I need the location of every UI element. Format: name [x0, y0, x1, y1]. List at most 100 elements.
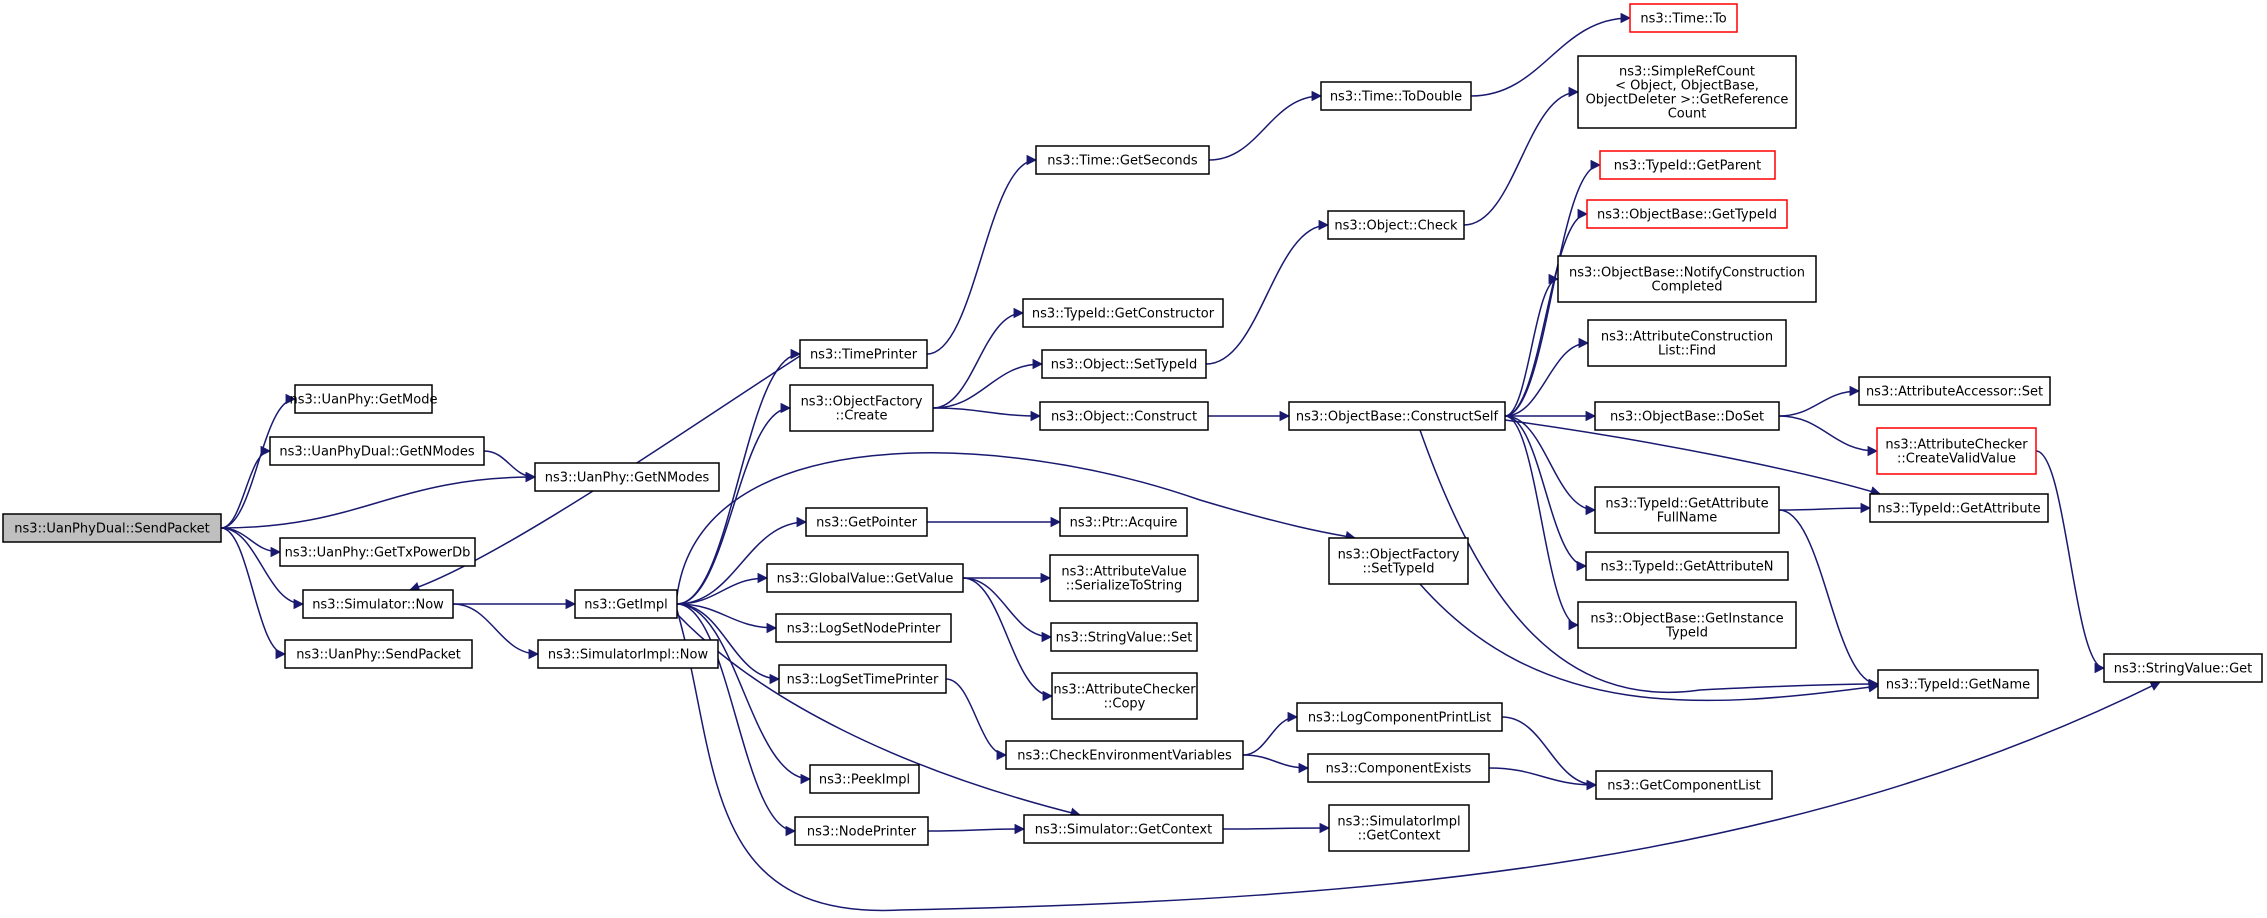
graph-node[interactable]: ns3::UanPhyDual::GetNModes	[269, 436, 485, 466]
node-box	[1051, 672, 1198, 720]
graph-node[interactable]: ns3::TimePrinter	[799, 339, 928, 369]
node-box	[775, 613, 952, 643]
graph-node[interactable]: ns3::ObjectBase::NotifyConstructionCompl…	[1557, 255, 1817, 303]
node-box	[1587, 319, 1787, 367]
graph-node[interactable]: ns3::UanPhy::SendPacket	[284, 639, 473, 669]
graph-node[interactable]: ns3::AttributeChecker::CreateValidValue	[1876, 427, 2037, 475]
edge-n33-n45	[1501, 716, 1598, 791]
graph-node[interactable]: ns3::ObjectFactory::SetTypeId	[1328, 537, 1469, 585]
node-box	[1041, 349, 1207, 379]
node-label: ns3::UanPhy::GetNModes	[545, 471, 710, 486]
graph-node[interactable]: ns3::CheckEnvironmentVariables	[1005, 740, 1244, 770]
graph-node[interactable]: ns3::PeekImpl	[809, 764, 920, 794]
graph-node[interactable]: ns3::SimulatorImpl::GetContext	[1328, 804, 1470, 852]
edge-n13-n24	[962, 577, 1053, 643]
node-label: ns3::NodePrinter	[807, 825, 917, 840]
node-box	[809, 764, 920, 794]
graph-node[interactable]: ns3::AttributeValue::SerializeToString	[1049, 554, 1199, 602]
node-box	[269, 436, 485, 466]
node-label: ns3::AttributeChecker	[1053, 683, 1196, 698]
node-label: ns3::Object::SetTypeId	[1051, 358, 1197, 373]
graph-node[interactable]: ns3::GetPointer	[805, 507, 928, 537]
node-box	[1577, 55, 1797, 129]
edge-n01-n07	[220, 527, 287, 660]
graph-node[interactable]: ns3::TypeId::GetAttributeN	[1585, 551, 1789, 581]
graph-node[interactable]: ns3::Object::SetTypeId	[1041, 349, 1207, 379]
graph-node[interactable]: ns3::TypeId::GetAttribute	[1869, 493, 2049, 523]
graph-node[interactable]: ns3::GetImpl	[574, 589, 678, 619]
graph-node[interactable]: ns3::TypeId::GetConstructor	[1022, 298, 1224, 328]
graph-node[interactable]: ns3::Object::Check	[1327, 210, 1465, 240]
edge-n15-n26	[945, 678, 1008, 761]
edge-n01-n04	[220, 471, 537, 529]
graph-node[interactable]: ns3::LogSetNodePrinter	[775, 613, 952, 643]
node-box	[1328, 537, 1469, 585]
edge-n03-n04	[483, 450, 537, 483]
graph-node[interactable]: ns3::TypeId::GetName	[1877, 669, 2039, 699]
node-box	[534, 462, 720, 492]
graph-node[interactable]: ns3::UanPhy::GetNModes	[534, 462, 720, 492]
graph-node[interactable]: ns3::StringValue::Get	[2103, 653, 2263, 683]
graph-node[interactable]: ns3::NodePrinter	[794, 816, 929, 846]
graph-node[interactable]: ns3::Time::To	[1629, 3, 1738, 33]
edge-n13-n25	[962, 577, 1054, 702]
node-label: ns3::UanPhyDual::GetNModes	[279, 445, 474, 460]
node-label: ns3::AttributeChecker	[1885, 438, 2028, 453]
graph-node[interactable]: ns3::LogComponentPrintList	[1296, 702, 1503, 732]
graph-node[interactable]: ns3::UanPhy::GetMode	[290, 384, 438, 414]
graph-node[interactable]: ns3::Time::ToDouble	[1320, 81, 1472, 111]
graph-node[interactable]: ns3::UanPhy::GetTxPowerDb	[279, 537, 476, 567]
graph-node[interactable]: ns3::GlobalValue::GetValue	[766, 563, 964, 593]
graph-node[interactable]: ns3::Simulator::GetContext	[1023, 814, 1224, 844]
graph-node[interactable]: ns3::ObjectBase::ConstructSelf	[1288, 401, 1506, 431]
node-box	[1594, 401, 1780, 431]
graph-node[interactable]: ns3::TypeId::GetParent	[1599, 150, 1776, 180]
node-label: ns3::TypeId::GetAttribute	[1605, 497, 1768, 512]
graph-node[interactable]: ns3::GetComponentList	[1595, 770, 1773, 800]
graph-node[interactable]: ns3::Ptr::Acquire	[1059, 507, 1188, 537]
node-box	[1307, 753, 1490, 783]
graph-node[interactable]: ns3::AttributeChecker::Copy	[1051, 672, 1198, 720]
edge-n26-n33	[1242, 711, 1299, 756]
graph-node[interactable]: ns3::AttributeAccessor::Set	[1858, 376, 2051, 406]
edge-n08-n12	[676, 516, 808, 605]
graph-node[interactable]: ns3::Object::Construct	[1039, 401, 1209, 431]
graph-node[interactable]: ns3::UanPhyDual::SendPacket	[2, 513, 222, 543]
nodes-layer: ns3::UanPhyDual::SendPacketns3::UanPhy::…	[2, 3, 2263, 852]
graph-node[interactable]: ns3::ObjectBase::GetTypeId	[1586, 199, 1788, 229]
node-label: ns3::GlobalValue::GetValue	[777, 572, 954, 587]
edge-n08-n16	[676, 603, 812, 785]
graph-node[interactable]: ns3::SimulatorImpl::Now	[537, 639, 719, 669]
node-box	[1327, 210, 1465, 240]
graph-node[interactable]: ns3::ObjectFactory::Create	[789, 384, 934, 432]
node-box	[766, 563, 964, 593]
graph-node[interactable]: ns3::Time::GetSeconds	[1035, 145, 1210, 175]
node-label: ::Create	[836, 409, 888, 424]
edge-n31-n39	[1504, 273, 1560, 417]
node-label: ns3::SimulatorImpl	[1337, 815, 1460, 830]
edge-n41-n47	[1778, 415, 1879, 457]
edge-n31-n48	[1504, 419, 1882, 497]
node-label: ns3::TypeId::GetConstructor	[1032, 307, 1215, 322]
node-box	[1577, 601, 1797, 649]
node-label: ns3::GetPointer	[816, 516, 917, 531]
node-label: ns3::UanPhy::SendPacket	[296, 648, 461, 663]
graph-node[interactable]: ns3::Simulator::Now	[302, 589, 454, 619]
node-box	[1328, 804, 1470, 852]
node-label: < Object, ObjectBase,	[1615, 79, 1759, 94]
node-box	[1039, 401, 1209, 431]
node-box	[1594, 486, 1780, 534]
node-box	[1585, 551, 1789, 581]
graph-node[interactable]: ns3::ComponentExists	[1307, 753, 1490, 783]
node-label: TypeId	[1665, 626, 1708, 641]
graph-node[interactable]: ns3::SimpleRefCount< Object, ObjectBase,…	[1577, 55, 1797, 129]
edge-n11-n19	[932, 307, 1025, 409]
node-label: ns3::Time::GetSeconds	[1047, 154, 1198, 169]
node-label: FullName	[1657, 511, 1718, 526]
graph-node[interactable]: ns3::StringValue::Set	[1050, 622, 1198, 652]
graph-node[interactable]: ns3::ObjectBase::DoSet	[1594, 401, 1780, 431]
graph-node[interactable]: ns3::LogSetTimePrinter	[778, 664, 947, 694]
